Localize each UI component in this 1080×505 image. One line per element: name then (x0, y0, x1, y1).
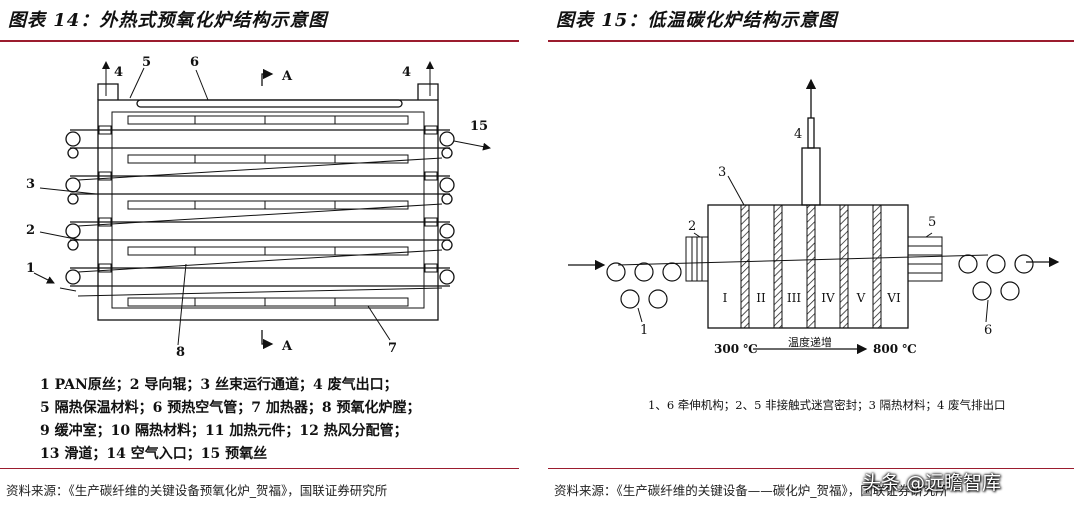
stretch-rollers-left (606, 262, 682, 309)
guide-rollers-right (439, 131, 455, 285)
label-3: 3 (26, 177, 35, 192)
label-5: 5 (142, 55, 151, 70)
right-source-note: 资料来源：《生产碳纤维的关键设备——碳化炉_贺福》，国联证券研究所 (554, 483, 948, 498)
exhaust-outlet-right (417, 83, 439, 100)
leader-3 (727, 175, 745, 206)
furnace-outer-shell (97, 99, 439, 321)
insulation-bars (740, 204, 882, 329)
legend-line: 1 PAN原丝；2 导向辊；3 丝束运行通道；4 废气出口； (40, 377, 398, 393)
label-15: 15 (470, 119, 488, 134)
zone-label: IV (821, 291, 835, 305)
label-3: 3 (718, 165, 726, 180)
leader-5 (129, 67, 145, 99)
section-mark-bottom (261, 330, 274, 350)
exhaust-pipe (807, 117, 815, 149)
leader-6 (985, 299, 989, 323)
label-4: 4 (794, 127, 802, 142)
labyrinth-seal-left (685, 236, 709, 282)
label-5: 5 (928, 215, 936, 230)
leader-15 (453, 140, 491, 151)
left-figure-title: 图表 14：外热式预氧化炉结构示意图 (8, 10, 328, 31)
label-6: 6 (190, 55, 199, 70)
stretch-rollers-right (958, 254, 1034, 301)
exhaust-outlet-left (97, 83, 119, 100)
leader-7 (367, 305, 391, 341)
exhaust-stack (801, 147, 821, 206)
watermark: 头条 @远瞻智库 (862, 472, 1002, 494)
furnace-inner-shell (111, 111, 425, 309)
right-figure-title: 图表 15：低温碳化炉结构示意图 (556, 10, 838, 31)
label-4-right: 4 (402, 65, 411, 80)
label-7: 7 (388, 341, 397, 356)
right-bottom-rule (548, 468, 1074, 469)
labyrinth-seal-right (907, 236, 943, 282)
preoxidation-furnace-diagram: 4 5 6 A 4 15 3 2 1 8 7 A (26, 55, 491, 360)
left-source-note: 资料来源：《生产碳纤维的关键设备预氧化炉_贺福》，国联证券研究所 (6, 483, 388, 498)
leader-8 (177, 263, 187, 346)
label-1: 1 (26, 261, 35, 276)
section-mark-top (261, 68, 274, 86)
label-section-a-bottom: A (281, 339, 293, 354)
right-caption: 1、6 牵伸机构；2、5 非接触式迷宫密封；3 隔热材料；4 废气排出口 (648, 398, 1006, 412)
leader-5 (925, 232, 933, 238)
right-title-rule (548, 40, 1074, 42)
left-figure-panel: 图表 14：外热式预氧化炉结构示意图 (0, 0, 525, 505)
label-2: 2 (26, 223, 35, 238)
guide-rollers-left (65, 131, 81, 285)
leader-6 (195, 69, 209, 101)
leader-2 (693, 232, 701, 238)
label-section-a-top: A (281, 69, 293, 84)
right-figure-panel: 图表 15：低温碳化炉结构示意图 (548, 0, 1080, 505)
leader-1 (33, 272, 55, 284)
zone-label: I (723, 291, 728, 305)
zone-label: III (787, 291, 801, 305)
leader-2 (39, 231, 81, 241)
legend-line: 5 隔热保温材料；6 预热空气管；7 加热器；8 预氧化炉膛； (40, 400, 421, 416)
legend-line: 9 缓冲室；10 隔热材料；11 加热元件；12 热风分配管； (40, 423, 408, 439)
left-title-rule (0, 40, 519, 42)
temperature-label: 温度递增 (788, 335, 832, 349)
temperature-start: 300 ℃ (714, 342, 758, 356)
label-4-left: 4 (114, 65, 123, 80)
tow-path (77, 157, 443, 297)
tow-channels (70, 129, 450, 287)
zone-label: II (756, 291, 766, 305)
left-bottom-rule (0, 468, 519, 469)
heater-rows (127, 115, 409, 307)
low-temp-carbonization-diagram: 4 3 2 5 1 6 I II III IV V VI 300 ℃ 800 ℃… (568, 78, 1060, 356)
preheat-air-tube (136, 99, 403, 108)
label-8: 8 (176, 345, 185, 360)
label-2: 2 (688, 219, 696, 234)
zone-label: VI (886, 291, 901, 305)
leader-1 (637, 307, 643, 323)
legend-line: 13 滑道；14 空气入口；15 预氧丝 (40, 446, 268, 462)
buffer-chambers (98, 125, 438, 273)
zone-label: V (856, 291, 866, 305)
temperature-end: 800 ℃ (873, 342, 917, 356)
fiber-tow (617, 254, 989, 266)
left-legend: 1 PAN原丝；2 导向辊；3 丝束运行通道；4 废气出口； 5 隔热保温材料；… (40, 374, 420, 466)
label-1: 1 (640, 323, 648, 338)
leader-3 (39, 187, 97, 195)
label-6: 6 (984, 323, 992, 338)
